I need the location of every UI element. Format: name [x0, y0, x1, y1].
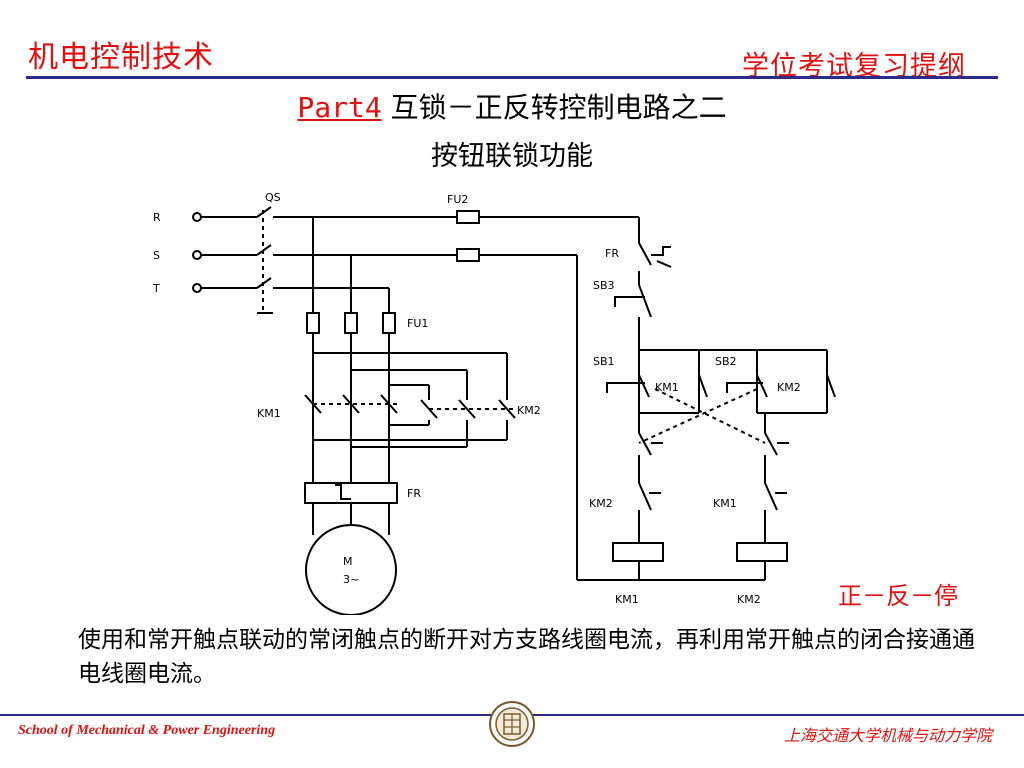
phase-label-r: R [153, 211, 161, 224]
motor [305, 524, 397, 615]
fu1-label: FU1 [407, 317, 428, 330]
km2-coil [736, 542, 788, 562]
sb2-start-button [726, 374, 768, 398]
motor-wiring [312, 503, 390, 535]
fr-main-label: FR [407, 487, 421, 500]
part-link[interactable]: Part4 [297, 91, 382, 124]
control-wiring [576, 217, 828, 581]
km1-main-label: KM1 [257, 407, 281, 420]
description-text: 使用和常开触点联动的常闭触点的断开对方支路线圈电流，再利用常开触点的闭合接通通电… [78, 627, 975, 687]
footer-school-name: School of Mechanical & Power Engineering [18, 723, 276, 738]
motor-label: M [343, 555, 353, 568]
km1-coil [612, 542, 664, 562]
slide-title: Part4 互锁－正反转控制电路之二 [0, 86, 1024, 126]
sb1-label: SB1 [593, 355, 615, 368]
course-title: 机电控制技术 [28, 40, 214, 75]
sequence-label: 正－反－停 [838, 582, 958, 610]
fr-control-contact [638, 242, 672, 285]
main-buses [273, 216, 639, 313]
header-divider [26, 76, 998, 79]
km1-interlock-contact [764, 482, 787, 530]
nc-button-contacts [638, 432, 789, 483]
km1-interlock-label: KM1 [713, 497, 737, 510]
km1-hold-contact [698, 374, 708, 398]
slide-subtitle: 按钮联锁功能 [431, 141, 593, 172]
motor-phase-label: 3~ [343, 573, 359, 586]
sb3-stop-button [614, 284, 652, 325]
km1-main-contacts [304, 394, 398, 414]
km2-hold-contact [826, 374, 836, 398]
qs-label: QS [265, 191, 281, 204]
button-interlock-links [638, 388, 766, 444]
phase-label-t: T [152, 282, 160, 295]
km1-coil-label: KM1 [615, 593, 639, 606]
sb2-label: SB2 [715, 355, 737, 368]
km2-main-contacts [420, 399, 516, 419]
km2-hold-label: KM2 [777, 381, 801, 394]
km2-coil-label: KM2 [737, 593, 761, 606]
circuit-diagram: R S T QS FU2 FU1 [152, 191, 836, 615]
qs-switch [256, 206, 273, 314]
supply-lines [201, 216, 257, 289]
university-seal-icon [489, 701, 535, 747]
km2-main-label: KM2 [517, 404, 541, 417]
fu2-fuses [456, 210, 480, 262]
slide-title-text: 互锁－正反转控制电路之二 [381, 91, 727, 124]
fu2-label: FU2 [447, 193, 468, 206]
fr-heater-symbol [335, 484, 351, 500]
km2-interlock-contact [638, 482, 661, 530]
km2-interlock-label: KM2 [589, 497, 613, 510]
sb3-label: SB3 [593, 279, 615, 292]
supply-terminals [192, 212, 202, 293]
sb1-start-button [606, 374, 650, 398]
main-circuit-wiring [312, 333, 508, 485]
phase-label-s: S [153, 249, 160, 262]
footer-school-name-cn: 上海交通大学机械与动力学院 [783, 726, 992, 745]
km1-hold-label: KM1 [655, 381, 679, 394]
fu1-fuses [306, 312, 396, 334]
fr-ctrl-label: FR [605, 247, 619, 260]
